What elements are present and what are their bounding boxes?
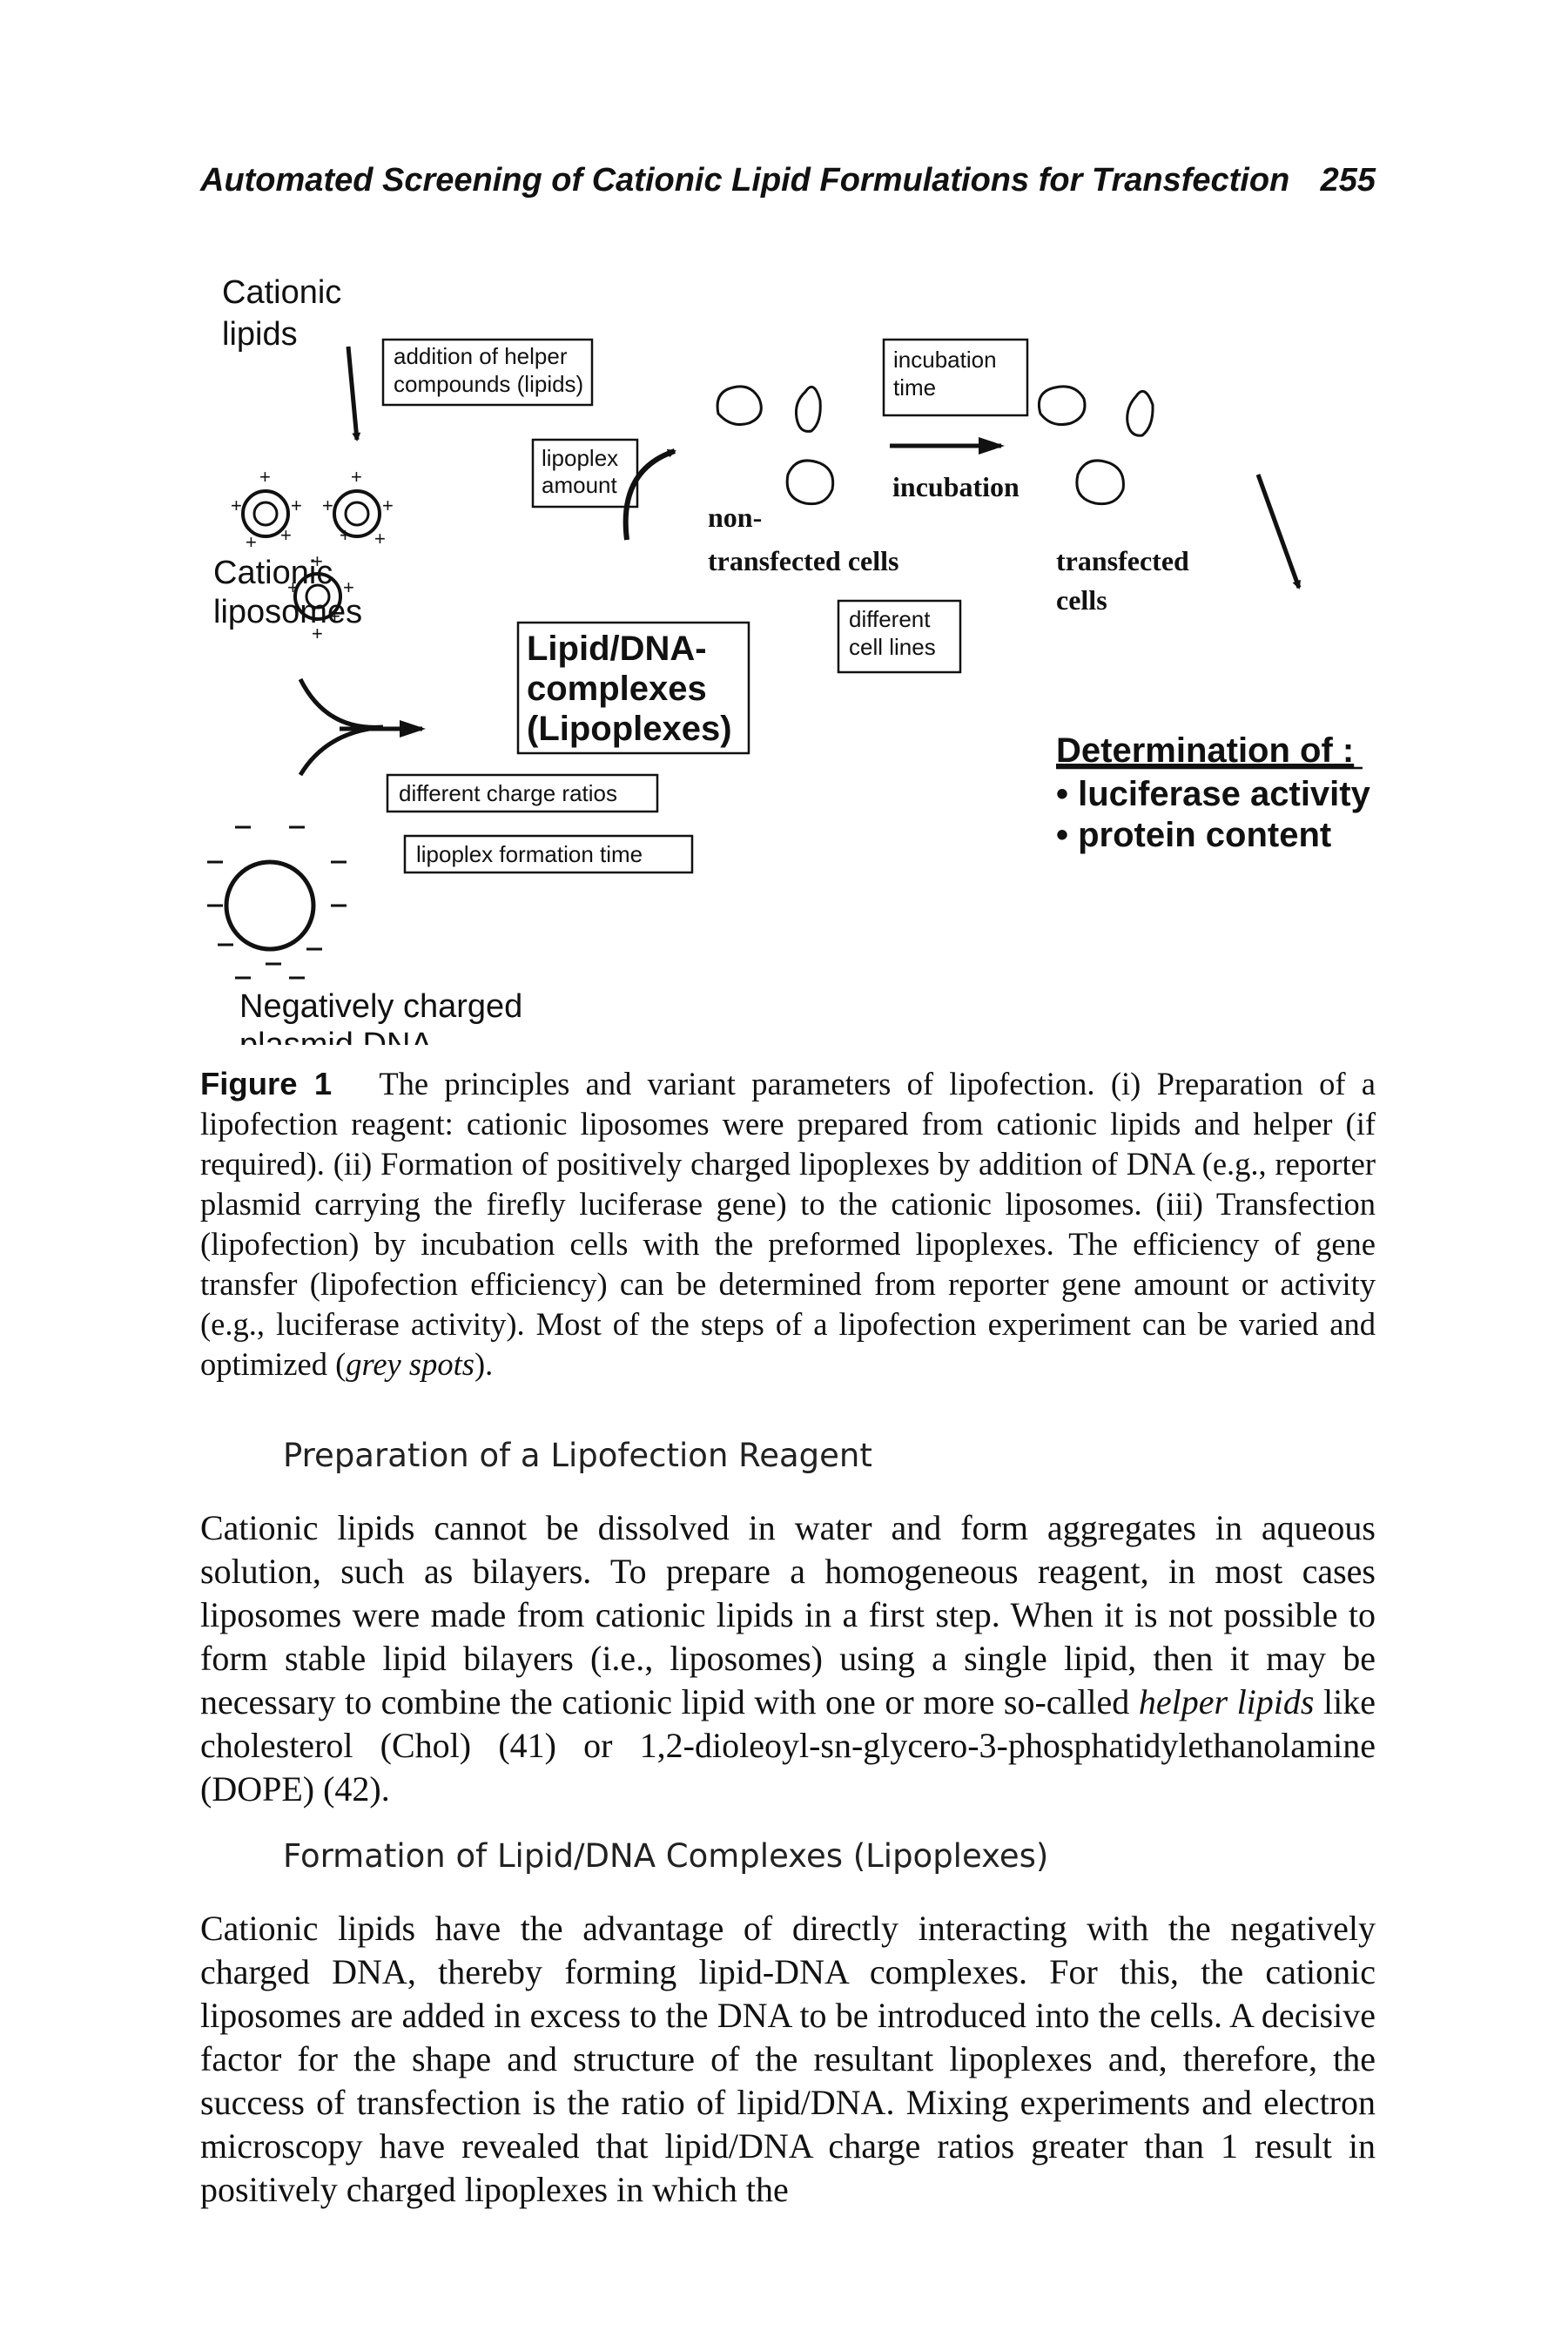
formation-time-box (403, 834, 694, 874)
lipoplex-amount-box (531, 438, 639, 509)
complexes-box (516, 621, 750, 755)
charge-ratios-label: different charge ratios (399, 780, 617, 806)
svg-text:+: + (312, 550, 323, 572)
positive-charge-icons: +++++ +++++ +++++ (231, 466, 394, 644)
cationic-liposome-icon (241, 489, 381, 621)
svg-text:+: + (340, 524, 351, 546)
svg-text:+: + (343, 576, 354, 598)
section-heading: Preparation of a Lipofection Reagent (283, 1437, 872, 1474)
svg-text:+: + (259, 466, 271, 488)
svg-text:+: + (291, 495, 302, 516)
addition-box-label: addition of helper compounds (lipids) (394, 343, 583, 397)
svg-text:+: + (231, 495, 242, 516)
lipoplex-amount-label: lipoplex amount (542, 445, 624, 498)
addition-box (381, 338, 594, 407)
determination-title: Determination of : (1056, 731, 1354, 770)
incubation-time-box (882, 338, 1029, 417)
non-transfected-label: non- transfected cells (708, 502, 898, 576)
cationic-liposomes-label: Cationic liposomes (213, 555, 362, 630)
charge-ratios-box (386, 773, 659, 813)
determination-item: • protein content (1056, 816, 1331, 854)
svg-text:+: + (374, 528, 386, 549)
incubation-time-label: incubation time (893, 347, 1003, 401)
non-transfected-cells-icon (716, 385, 835, 506)
body-paragraph: Cationic lipids cannot be dissolved in w… (200, 1508, 1376, 1809)
section-heading: Formation of Lipid/DNA Complexes (Lipopl… (283, 1837, 1049, 1875)
svg-text:+: + (246, 531, 257, 553)
plasmid-dna-icon (224, 859, 316, 952)
caption-text: The principles and variant parameters of… (200, 1066, 1376, 1382)
cell-lines-box (837, 599, 962, 674)
body-paragraph: Cationic lipids have the advantage of di… (200, 1909, 1376, 2209)
lipids-arrow (346, 346, 361, 441)
page-number: 255 (1320, 162, 1376, 199)
cell-lines-label: different cell lines (849, 606, 937, 660)
svg-text:+: + (287, 576, 299, 598)
formation-time-label: lipoplex formation time (416, 841, 643, 867)
svg-text:+: + (280, 524, 292, 546)
negative-dna-label: Negatively charged plasmid DNA (239, 988, 532, 1045)
caption-italic: grey spots (346, 1346, 474, 1382)
lipoplex-arrow (622, 448, 676, 541)
svg-text:+: + (312, 623, 323, 644)
svg-text:+: + (329, 605, 340, 627)
negative-charge-icons (207, 825, 347, 980)
running-head: Automated Screening of Cationic Lipid Fo… (200, 162, 1376, 205)
lipofection-figure: Cationic lipids addition of helper compo… (207, 274, 1371, 1045)
caption-end: ). (474, 1346, 494, 1382)
cationic-lipids-label: Cationic lipids (222, 274, 351, 353)
italic-term: helper lipids (1138, 1682, 1315, 1721)
determination-arrow (1255, 474, 1302, 589)
incubation-label: incubation (892, 471, 1020, 502)
svg-text:+: + (351, 466, 362, 488)
determination-item: • luciferase activity (1056, 775, 1371, 813)
svg-text:+: + (382, 495, 394, 516)
svg-text:+: + (322, 495, 333, 516)
transfected-cells-icon (1037, 385, 1154, 506)
running-head-title: Automated Screening of Cationic Lipid Fo… (200, 162, 1290, 199)
transfected-label: transfected cells (1056, 545, 1196, 616)
figure-label: Figure 1 (200, 1066, 333, 1101)
complexes-label: Lipid/DNA- complexes (Lipoplexes) (527, 630, 732, 748)
figure-caption: Figure 1 The principles and variant para… (200, 1064, 1376, 1384)
